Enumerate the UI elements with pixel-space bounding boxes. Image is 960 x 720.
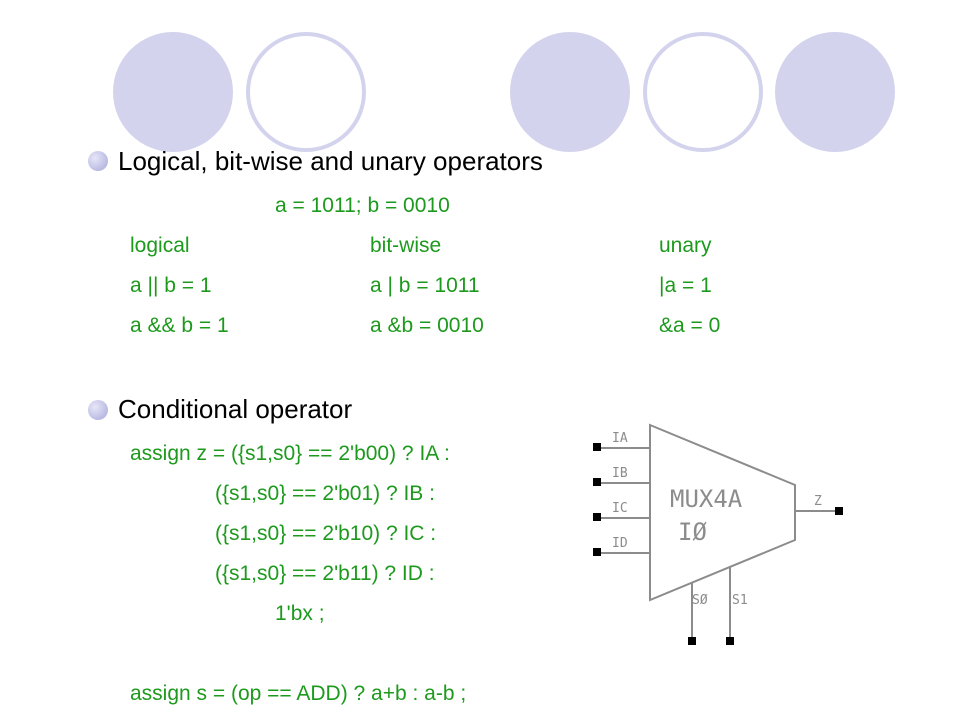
code-line-5: 1'bx ; <box>275 602 325 625</box>
mux-instance: IØ <box>678 518 707 546</box>
decor-circle-3 <box>510 32 630 152</box>
given-values: a = 1011; b = 0010 <box>275 194 450 217</box>
pin-s0 <box>688 637 696 645</box>
label-ib: IB <box>612 466 628 481</box>
label-ic: IC <box>612 501 628 516</box>
logical-or: a || b = 1 <box>130 274 212 297</box>
label-s1: S1 <box>732 593 748 608</box>
decor-circle-5 <box>775 32 895 152</box>
pin-s1 <box>726 637 734 645</box>
label-ia: IA <box>612 431 628 446</box>
decor-circle-4 <box>643 32 763 152</box>
decor-circle-1 <box>113 32 233 152</box>
code-line-6: assign s = (op == ADD) ? a+b : a-b ; <box>130 682 467 705</box>
bullet-icon <box>88 151 108 171</box>
label-s0: SØ <box>692 593 708 608</box>
pin-ib <box>593 478 601 486</box>
pin-ia <box>593 443 601 451</box>
pin-ic <box>593 513 601 521</box>
col-header-unary: unary <box>659 234 712 257</box>
code-line-3: ({s1,s0} == 2'b10) ? IC : <box>215 522 437 545</box>
unary-and: &a = 0 <box>659 314 721 337</box>
mux-name: MUX4A <box>670 485 743 513</box>
logical-and: a && b = 1 <box>130 314 229 337</box>
col-header-logical: logical <box>130 234 190 257</box>
col-header-bitwise: bit-wise <box>370 234 442 257</box>
mux-body <box>649 423 796 602</box>
pin-id <box>593 548 601 556</box>
code-line-1: assign z = ({s1,s0} == 2'b00) ? IA : <box>130 442 450 465</box>
pin-z <box>835 507 843 515</box>
heading-conditional: Conditional operator <box>118 394 353 424</box>
mux4a-diagram: IA IB IC ID MUX4A IØ Z SØ S1 <box>593 423 843 645</box>
bitwise-or: a | b = 1011 <box>370 274 480 297</box>
bullet-icon <box>88 400 108 420</box>
unary-or: |a = 1 <box>659 274 712 297</box>
code-line-2: ({s1,s0} == 2'b01) ? IB : <box>215 482 435 505</box>
heading-operators: Logical, bit-wise and unary operators <box>118 146 543 176</box>
label-z: Z <box>814 494 822 509</box>
code-line-4: ({s1,s0} == 2'b11) ? ID : <box>215 562 435 585</box>
decor-circle-2 <box>246 32 366 152</box>
bitwise-and: a &b = 0010 <box>370 314 484 337</box>
label-id: ID <box>612 536 628 551</box>
